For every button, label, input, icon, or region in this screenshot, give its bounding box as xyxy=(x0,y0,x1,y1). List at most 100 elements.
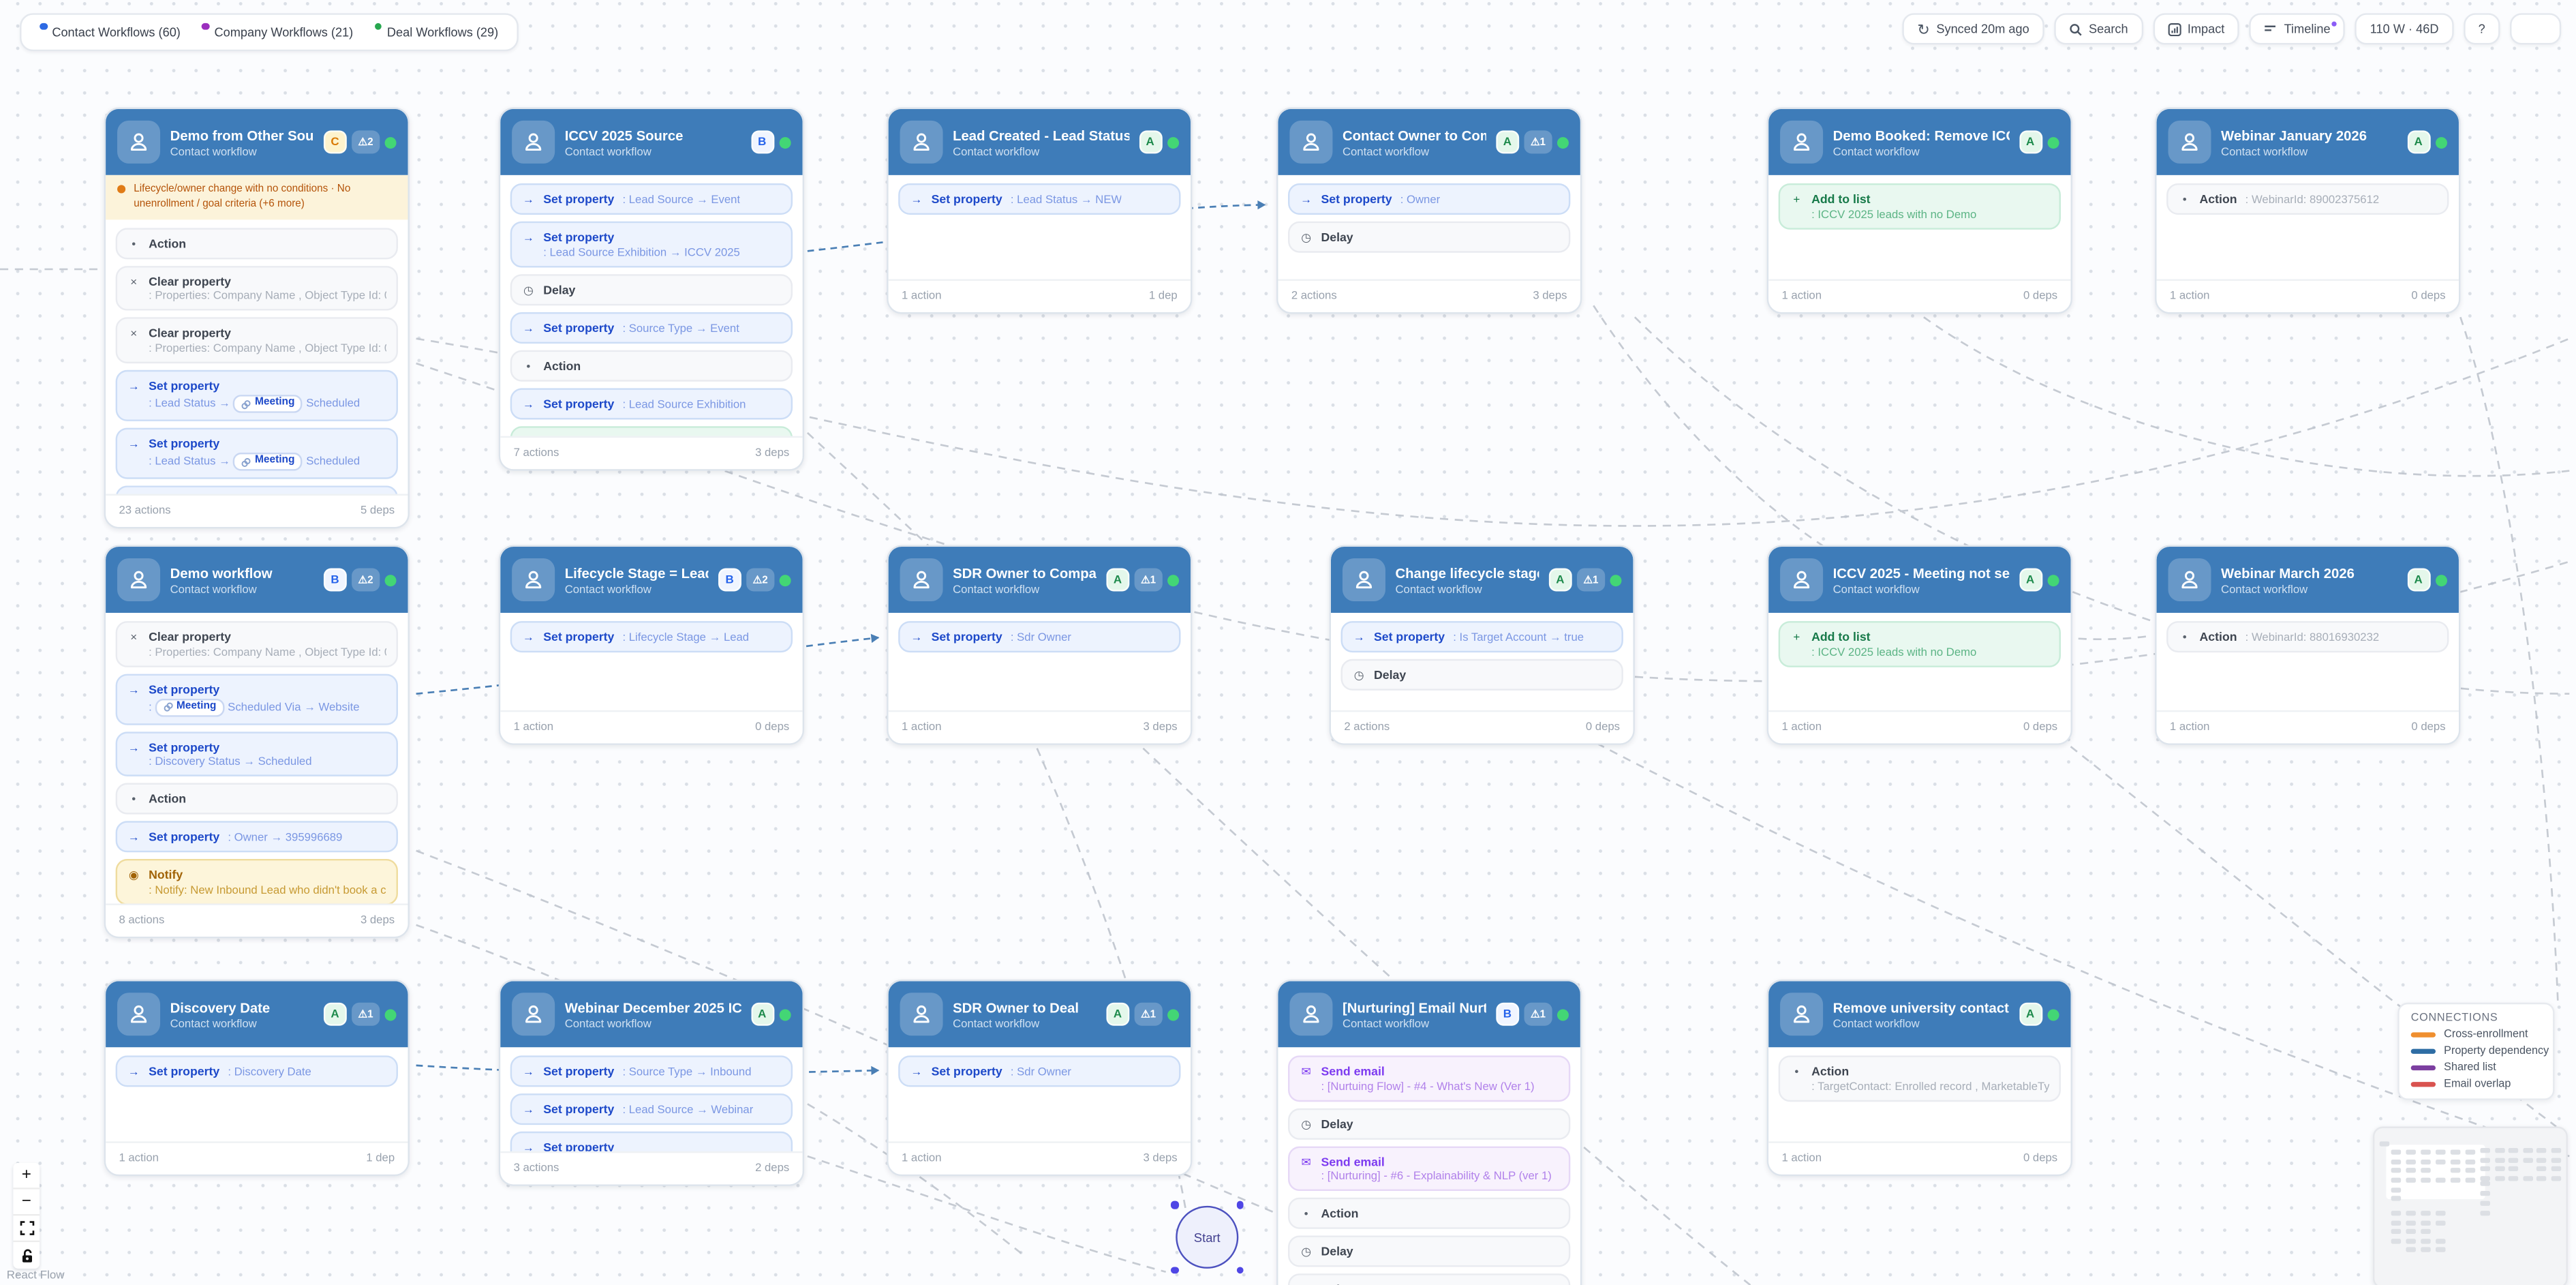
toolbar: ↻ Synced 20m ago Search Impact T xyxy=(1902,13,2562,45)
stats-button[interactable]: 110 W · 46D xyxy=(2355,13,2454,45)
legend-label: Cross-enrollment xyxy=(2444,1029,2528,1041)
deps-count: 0 deps xyxy=(1585,721,1621,734)
step-title: Set property xyxy=(1374,629,1445,645)
step-head: →Set property: Lead Source → Event xyxy=(522,192,781,207)
minimap-node xyxy=(2465,1149,2476,1155)
filter-item[interactable]: Deal Workflows (29) xyxy=(374,22,498,40)
step-title: Add to list xyxy=(1811,192,1871,207)
letter-badge: A xyxy=(2406,568,2430,592)
warning-dot-icon xyxy=(116,184,125,193)
letter-badge: A xyxy=(1548,568,1572,592)
person-icon xyxy=(1793,1005,1810,1023)
step-head: →Set property: Owner → 395996689 xyxy=(127,829,386,844)
card-title: [Nurturing] Email Nurt xyxy=(1342,998,1486,1015)
minimap-node xyxy=(2522,1175,2532,1181)
status-dot xyxy=(779,574,791,586)
synced-label: Synced 20m ago xyxy=(1936,21,2029,37)
filter-item[interactable]: Contact Workflows (60) xyxy=(40,22,181,40)
selection-handle[interactable] xyxy=(1170,1200,1178,1209)
step-icon: → xyxy=(910,633,923,645)
zoom-in-button[interactable]: + xyxy=(13,1162,40,1190)
extra-button[interactable] xyxy=(2510,13,2562,45)
avatar xyxy=(2168,558,2211,602)
minimap-node xyxy=(2391,1149,2402,1155)
card-badges: A xyxy=(2019,1002,2059,1026)
workflow-filters[interactable]: Contact Workflows (60) Company Workflows … xyxy=(20,13,519,52)
step-icon: × xyxy=(130,329,138,342)
minimap-node xyxy=(2480,1157,2491,1162)
deps-count: 3 deps xyxy=(360,915,395,927)
filter-dot-icon xyxy=(374,22,382,30)
step-detail: : Lead Status → Meeting Scheduled xyxy=(149,453,386,471)
step-title: Action xyxy=(149,236,187,252)
card-subtitle: Contact workflow xyxy=(564,146,651,158)
link-chip[interactable]: Meeting xyxy=(155,698,225,716)
step-icon: ✉ xyxy=(1301,1067,1311,1079)
impact-button[interactable]: Impact xyxy=(2152,13,2240,45)
card-header: Lead Created - Lead Status :Contact work… xyxy=(888,108,1191,175)
minimap[interactable] xyxy=(2372,1126,2568,1285)
synced-button[interactable]: ↻ Synced 20m ago xyxy=(1902,13,2044,45)
selection-handle[interactable] xyxy=(1236,1266,1244,1274)
step-title: Delay xyxy=(1321,1243,1353,1259)
step-head: →Set property xyxy=(127,739,386,754)
card-subtitle: Contact workflow xyxy=(2221,584,2308,596)
start-node-circle[interactable]: Start xyxy=(1176,1205,1239,1269)
card-subtitle: Contact workflow xyxy=(1342,146,1430,158)
start-node[interactable]: Start xyxy=(1170,1200,1244,1274)
minimap-node xyxy=(2406,1158,2416,1164)
deps-count: 0 deps xyxy=(2411,721,2446,734)
step-head: ◷Delay xyxy=(522,282,781,297)
fit-view-button[interactable] xyxy=(13,1215,40,1243)
zoom-out-button[interactable]: − xyxy=(13,1189,40,1216)
step-detail: : Properties: Company Name , Object Type… xyxy=(149,343,387,355)
workflow-step: +Add to list: ICCV 2025 leads with no De… xyxy=(1778,183,2061,229)
help-button[interactable]: ? xyxy=(2463,13,2500,45)
actions-count: 1 action xyxy=(1781,290,1822,303)
deps-count: 0 deps xyxy=(2023,290,2058,303)
person-icon xyxy=(525,571,542,589)
legend-item: Shared list xyxy=(2410,1062,2541,1074)
letter-badge: A xyxy=(2019,1002,2042,1026)
letter-badge: A xyxy=(2019,130,2042,154)
filter-item[interactable]: Company Workflows (21) xyxy=(202,22,353,40)
person-icon xyxy=(913,1005,930,1023)
link-chip[interactable]: Meeting xyxy=(233,395,303,413)
selection-handle[interactable] xyxy=(1236,1200,1244,1209)
timeline-button[interactable]: Timeline xyxy=(2249,13,2346,45)
selection-handle[interactable] xyxy=(1170,1266,1178,1274)
card-badges: A xyxy=(2019,568,2059,592)
card-badges: A xyxy=(2406,568,2448,592)
person-icon xyxy=(1793,571,1810,589)
card-subtitle: Contact workflow xyxy=(170,584,257,596)
step-detail: : Notify: New Inbound Lead who didn't bo… xyxy=(149,884,386,896)
minimap-node xyxy=(2494,1148,2504,1153)
search-button[interactable]: Search xyxy=(2054,13,2143,45)
workflow-step: ◷Delay xyxy=(1288,1235,1571,1267)
workflow-card[interactable]: Lead Created - Lead Status :Contact work… xyxy=(887,107,1193,314)
link-chip[interactable]: Meeting xyxy=(233,453,303,471)
lock-button[interactable] xyxy=(13,1242,40,1269)
